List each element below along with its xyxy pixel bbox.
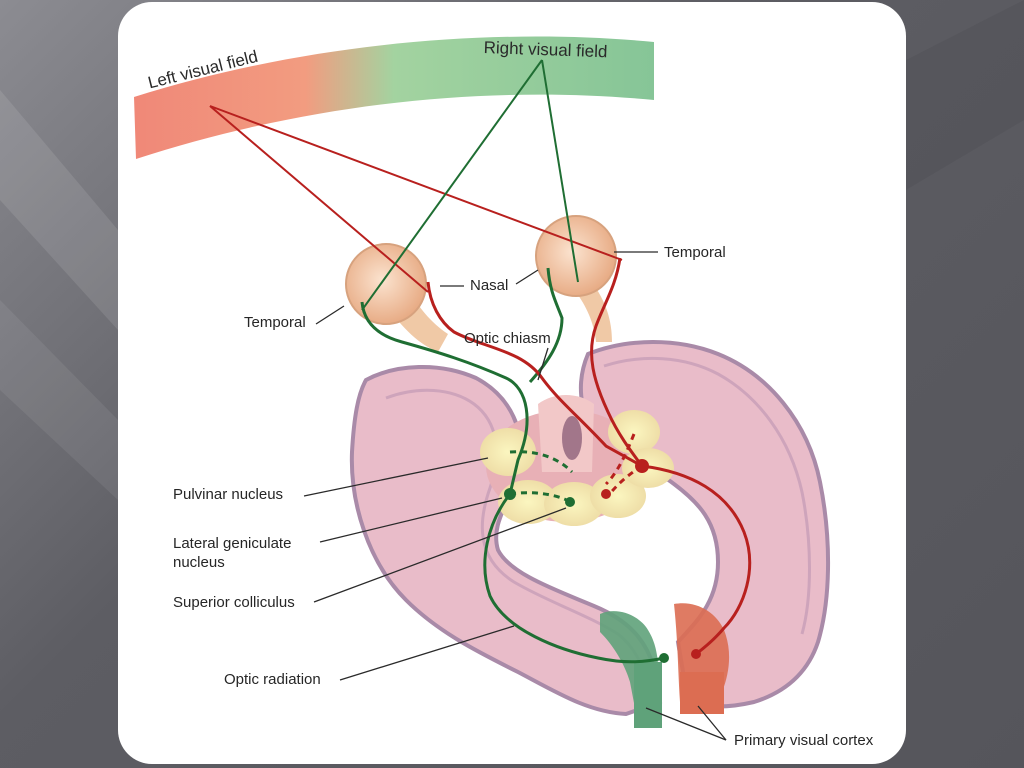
visual-pathway-diagram — [134, 36, 831, 741]
cortex-green-base — [634, 662, 662, 728]
visual-field-arc — [134, 36, 654, 159]
synapse-dots — [504, 459, 701, 663]
lateral-geniculate-label-line1: Lateral geniculate — [173, 535, 292, 552]
right-visual-field-label: Right visual field — [483, 38, 608, 62]
superior-colliculus-label: Superior colliculus — [173, 594, 295, 611]
temporal-left-label: Temporal — [244, 314, 306, 331]
temporal-right-label: Temporal — [664, 244, 726, 261]
green-pathway — [360, 267, 665, 664]
lateral-geniculate-label-line2: nucleus — [173, 554, 225, 571]
pulvinar-nucleus-label: Pulvinar nucleus — [173, 486, 284, 503]
optic-radiation-label: Optic radiation — [224, 671, 321, 688]
field-rays — [209, 59, 623, 311]
primary-visual-cortex-label: Primary visual cortex — [734, 732, 874, 749]
optic-chiasm-label: Optic chiasm — [464, 330, 551, 347]
nasal-label: Nasal — [470, 277, 509, 294]
leader-lines — [303, 251, 727, 741]
cortex-red-base — [680, 672, 724, 714]
slide-card: Left visual field Right visual field Tem… — [118, 2, 906, 764]
